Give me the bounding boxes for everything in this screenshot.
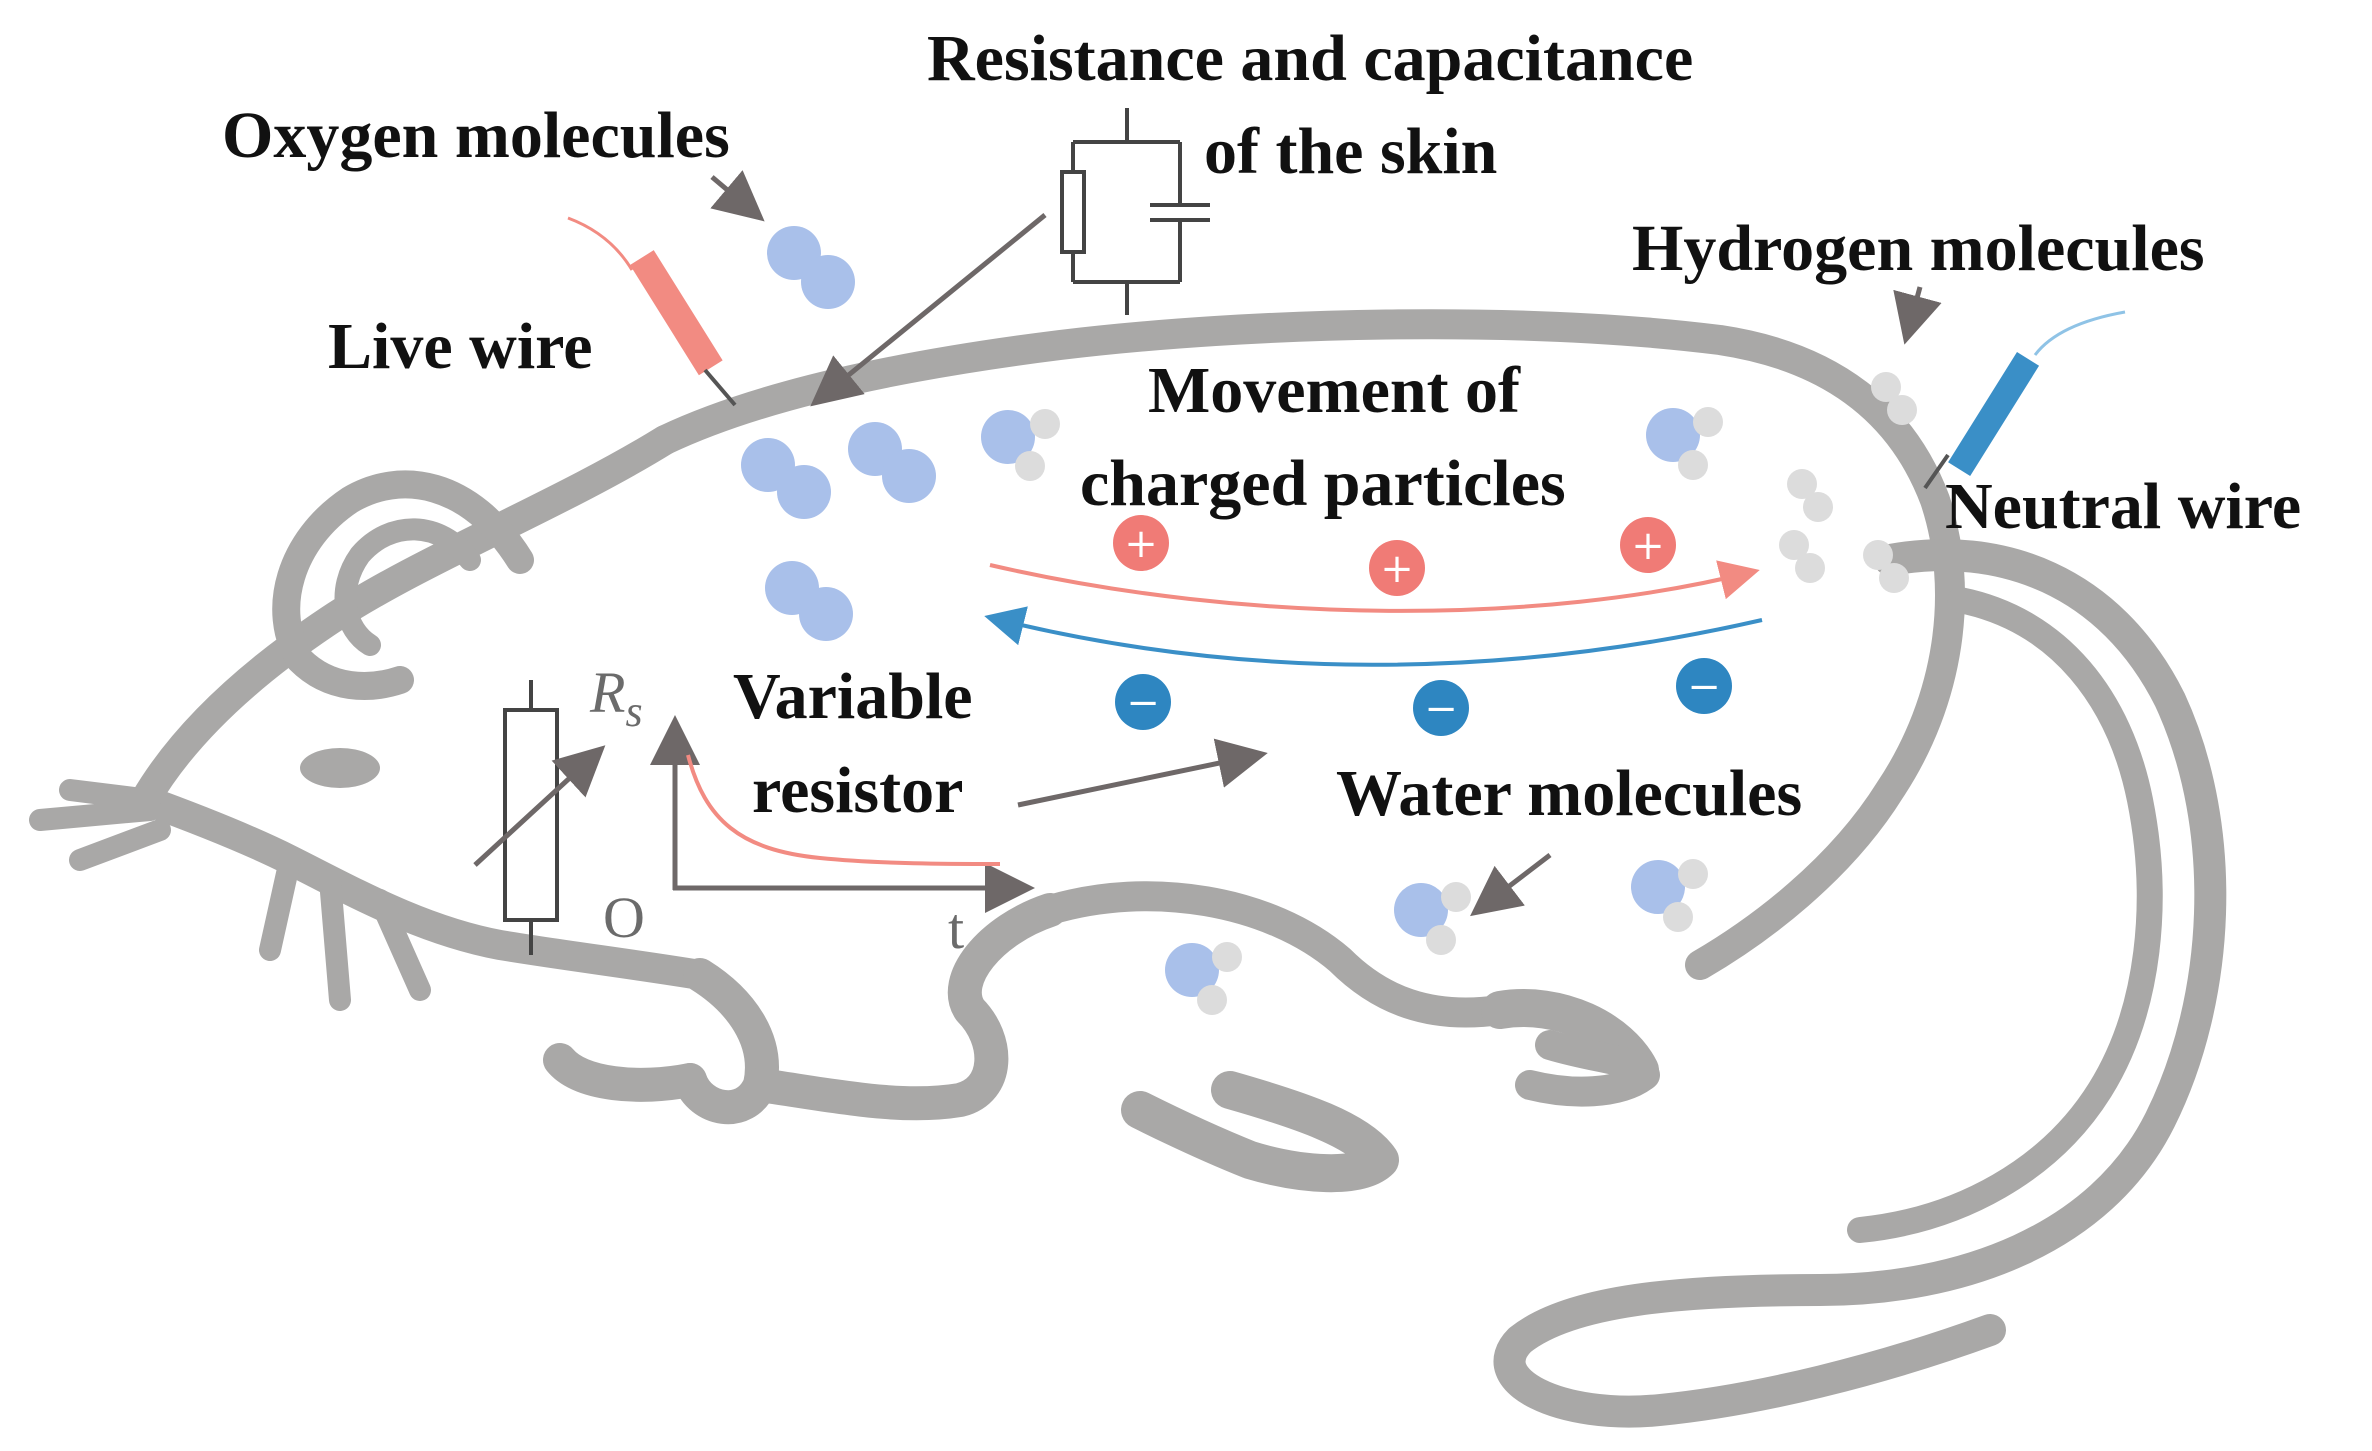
positive-ions: + + + [1113, 515, 1676, 596]
water-molecules [981, 407, 1723, 1015]
rat-head-outline [130, 425, 715, 990]
skin-label-line2: of the skin [1204, 115, 1497, 188]
positive-ion: + [1369, 540, 1425, 596]
live-wire-label: Live wire [328, 310, 593, 383]
hydrogen-molecule [1779, 530, 1825, 583]
graph-origin-label: O [603, 885, 645, 950]
hydrogen-molecule [1863, 540, 1909, 593]
skin-pointer-arrow [810, 213, 1047, 407]
oxygen-label: Oxygen molecules [222, 99, 730, 172]
negative-flow-arrow [984, 606, 1763, 667]
water-molecule [981, 409, 1060, 481]
svg-text:+: + [1631, 523, 1665, 569]
negative-ions: − − − [1115, 658, 1732, 736]
rat-back-outline [650, 309, 1965, 980]
negative-ion: − [1115, 674, 1171, 730]
oxygen-molecule [767, 226, 855, 309]
graph-decay-curve [686, 754, 1001, 866]
rat-hind-foot [1515, 1030, 1660, 1107]
rat-ear-inner [334, 518, 481, 656]
graph-y-label-sub: s [625, 687, 642, 736]
water-molecule [1394, 882, 1471, 955]
graph-y-label: Rs [589, 660, 643, 736]
variable-resistor-arrow [473, 745, 606, 867]
water-molecule [1646, 407, 1723, 480]
svg-text:−: − [1687, 664, 1721, 710]
positive-ion: + [1620, 517, 1676, 573]
water-label: Water molecules [1336, 757, 1802, 830]
rat-tail [1493, 539, 2227, 1428]
hydrogen-molecule [1871, 372, 1917, 425]
oxygen-molecule [741, 438, 831, 519]
neutral-wire-tip [1923, 453, 1950, 490]
hydrogen-molecules [1779, 372, 1917, 593]
variable-resistor-label-line1: Variable [733, 660, 973, 733]
rat-eye [300, 748, 380, 788]
live-wire [567, 216, 737, 407]
negative-ion: − [1676, 658, 1732, 714]
svg-text:−: − [1424, 686, 1458, 732]
rat-whiskers [29, 779, 431, 1011]
oxygen-pointer-arrow [710, 170, 765, 222]
resistor-pointer-arrow [1017, 738, 1268, 808]
rat-tail-inner [1847, 587, 2163, 1243]
hydrogen-pointer-arrow [1893, 286, 1942, 345]
svg-text:−: − [1126, 680, 1160, 726]
water-molecule [1631, 859, 1708, 932]
rat-front-leg [543, 893, 1067, 1121]
live-wire-probe [630, 250, 723, 376]
positive-flow-arrow [989, 560, 1760, 613]
rs-time-graph: Rs O t [589, 660, 1035, 961]
variable-resistor-symbol [503, 680, 559, 955]
variable-resistor-label-line2: resistor [752, 754, 963, 827]
rat-belly [1035, 881, 1515, 1028]
neutral-wire-probe [1948, 352, 2040, 477]
hydrogen-molecule [1787, 469, 1833, 522]
oxygen-molecule [765, 561, 853, 641]
neutral-wire [1923, 310, 2126, 490]
live-wire-tip [703, 368, 737, 407]
movement-label-line2: charged particles [1080, 447, 1566, 520]
water-molecule [1165, 942, 1242, 1015]
rat-body-outline [130, 309, 2227, 1428]
positive-ion: + [1113, 515, 1169, 571]
skin-rc-circuit [1060, 108, 1210, 315]
svg-text:+: + [1124, 521, 1158, 567]
skin-resistor [1060, 170, 1086, 254]
negative-ion: − [1413, 680, 1469, 736]
graph-x-label: t [948, 896, 964, 961]
skin-label-line1: Resistance and capacitance [927, 22, 1693, 95]
movement-label-line1: Movement of [1148, 354, 1521, 427]
neutral-wire-cable [2033, 310, 2126, 356]
oxygen-molecules [741, 226, 936, 641]
neutral-wire-label: Neutral wire [1945, 470, 2301, 543]
live-wire-cable [567, 216, 634, 271]
svg-text:+: + [1380, 546, 1414, 592]
rat-ear [272, 470, 534, 700]
oxygen-molecule [848, 422, 936, 503]
water-pointer-arrow [1470, 853, 1552, 917]
hydrogen-label: Hydrogen molecules [1632, 212, 2205, 285]
